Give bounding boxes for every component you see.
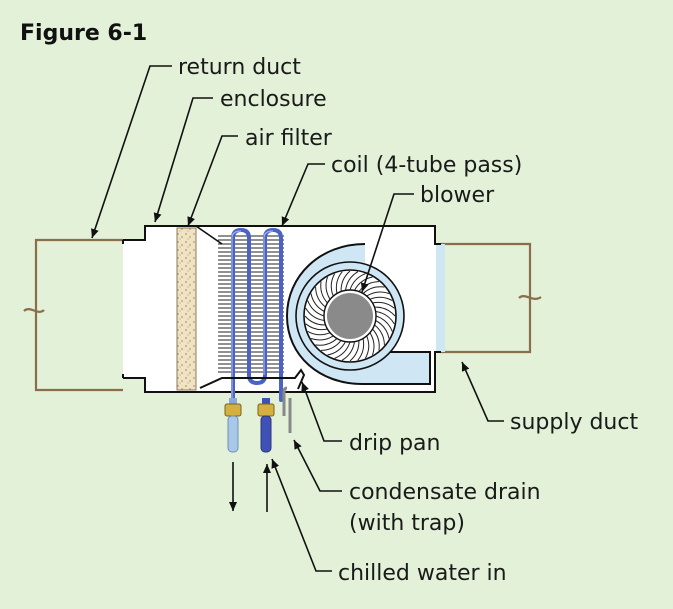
return-duct-leader [91, 65, 172, 239]
label-blower: blower [420, 183, 495, 208]
blower [285, 243, 431, 385]
label-coil: coil (4-tube pass) [331, 153, 522, 178]
return-duct [23, 238, 123, 392]
chilled-water-leader [271, 458, 332, 572]
label-with-trap: (with trap) [349, 511, 465, 536]
coil-tubes [231, 227, 283, 402]
coil-leader [281, 163, 325, 227]
label-chilled-water-in: chilled water in [338, 561, 507, 586]
supply-duct-leader [461, 361, 504, 422]
label-supply-duct: supply duct [510, 410, 638, 435]
label-condensate-drain: condensate drain [349, 480, 541, 505]
supply-duct [440, 242, 542, 354]
air-filter [176, 227, 197, 391]
air-filter-leader [187, 135, 238, 227]
blower-leader [360, 193, 414, 293]
enclosure-leader [153, 97, 213, 223]
drip-pan [199, 368, 306, 390]
chilled-water-pipes [224, 398, 275, 453]
figure-title: Figure 6-1 [20, 21, 147, 46]
label-drip-pan: drip pan [349, 431, 440, 456]
label-return-duct: return duct [178, 55, 301, 80]
drip-pan-leader [301, 381, 342, 442]
condensate-drain [282, 386, 292, 433]
label-enclosure: enclosure [220, 87, 327, 112]
label-air-filter: air filter [245, 126, 333, 151]
condensate-drain-leader [293, 439, 342, 492]
